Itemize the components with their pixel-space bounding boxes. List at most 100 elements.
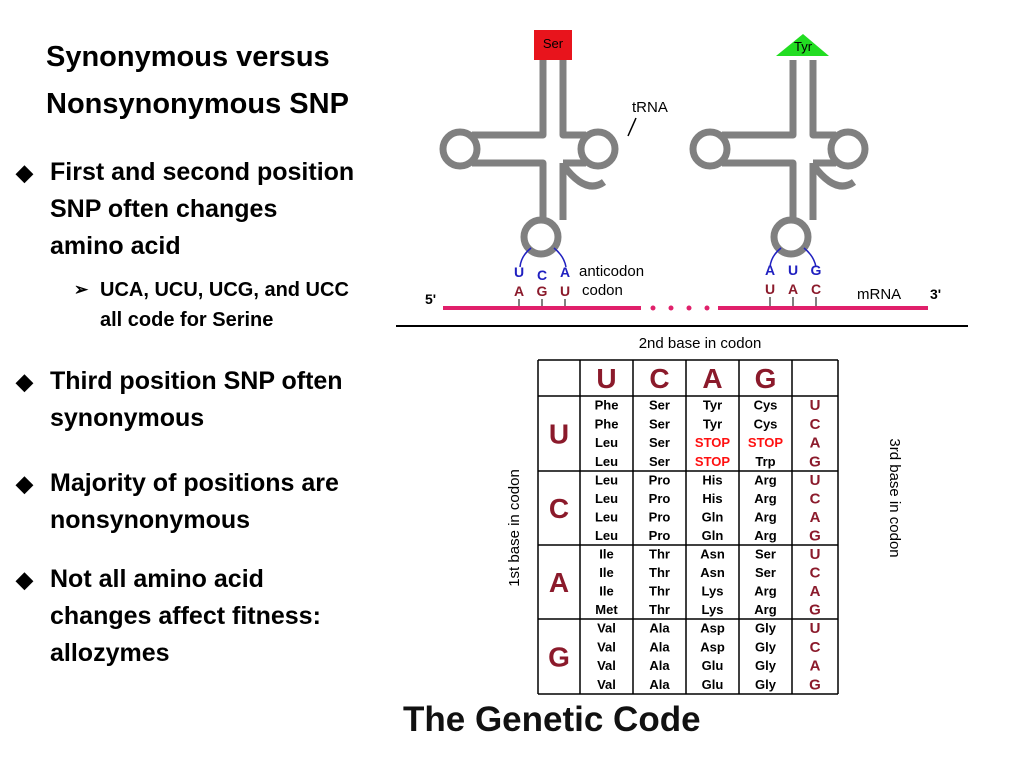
- bullet-item: ◆ First and second position SNP often ch…: [12, 154, 407, 265]
- codon-letter: G: [537, 283, 548, 299]
- anticodon-letter: U: [788, 262, 798, 278]
- third-base-letter: U: [810, 620, 821, 637]
- amino-acid-cell: Cys: [754, 416, 778, 431]
- amino-acid-cell: Leu: [595, 491, 618, 506]
- amino-acid-cell: Tyr: [703, 398, 722, 413]
- amino-acid-cell: Leu: [595, 472, 618, 487]
- amino-acid-cell: Cys: [754, 398, 778, 413]
- title-line-1: Synonymous versus: [46, 41, 330, 73]
- amino-acid-cell: Arg: [754, 528, 776, 543]
- second-base-header: C: [649, 363, 669, 394]
- first-base-header: A: [549, 567, 569, 598]
- bullet-text: Not all amino acid: [50, 565, 264, 593]
- amino-acid-cell: Ser: [649, 416, 670, 431]
- amino-acid-cell: Thr: [649, 602, 670, 617]
- third-base-letter: U: [810, 397, 821, 414]
- third-base-letter: A: [810, 583, 821, 600]
- anticodon-letter: A: [765, 262, 775, 278]
- third-base-letter: U: [810, 472, 821, 489]
- amino-acid-cell: Tyr: [703, 416, 722, 431]
- figure-caption: The Genetic Code: [403, 700, 701, 739]
- amino-acid-cell: Pro: [649, 472, 671, 487]
- amino-acid-cell: Val: [597, 621, 616, 636]
- amino-acid-cell: Val: [597, 639, 616, 654]
- amino-acid-cell: Trp: [755, 454, 775, 469]
- third-base-letter: A: [810, 435, 821, 452]
- tyrosine-label: Tyr: [794, 39, 813, 54]
- amino-acid-cell: Gly: [755, 677, 777, 692]
- bullet-item: ◆ Majority of positions are nonsynonymou…: [12, 465, 407, 539]
- diamond-bullet-icon: ◆: [16, 567, 33, 592]
- amino-acid-cell: Val: [597, 677, 616, 692]
- mrna-label: mRNA: [857, 286, 901, 303]
- bullet-text: nonsynonymous: [50, 506, 251, 534]
- third-base-letter: C: [810, 564, 821, 581]
- third-base-letter: C: [810, 490, 821, 507]
- third-base-letter: A: [810, 658, 821, 675]
- amino-acid-cell: Ile: [599, 583, 613, 598]
- amino-acid-cell: Phe: [595, 416, 619, 431]
- amino-acid-cell: Ala: [649, 677, 670, 692]
- third-base-letter: C: [810, 639, 821, 656]
- trna-right-shape: [689, 60, 869, 258]
- amino-acid-cell: Ala: [649, 658, 670, 673]
- title-line-2: Nonsynonymous SNP: [46, 88, 349, 120]
- amino-acid-cell: Lys: [702, 602, 724, 617]
- third-base-label: 3rd base in codon: [886, 438, 903, 557]
- second-base-header: A: [702, 363, 722, 394]
- codon-letter: U: [765, 281, 775, 297]
- second-base-header: U: [596, 363, 616, 394]
- third-base-letter: G: [809, 676, 821, 693]
- amino-acid-cell: Ser: [649, 454, 670, 469]
- diamond-bullet-icon: ◆: [16, 471, 33, 496]
- amino-acid-cell: Asn: [700, 565, 725, 580]
- amino-acid-cell: Ser: [755, 546, 776, 561]
- amino-acid-cell: Arg: [754, 583, 776, 598]
- bullet-list: ◆ First and second position SNP often ch…: [12, 154, 407, 672]
- amino-acid-cell: Pro: [649, 491, 671, 506]
- anticodon-letter: G: [811, 262, 822, 278]
- amino-acid-cell: Leu: [595, 454, 618, 469]
- bullet-text: synonymous: [50, 404, 205, 432]
- tyrosine-tag: [776, 34, 829, 56]
- amino-acid-cell: Leu: [595, 435, 618, 450]
- bullet-text: Third position SNP often: [50, 367, 343, 395]
- bullet-item: ◆ Third position SNP often synonymous: [12, 363, 407, 437]
- amino-acid-cell: Lys: [702, 583, 724, 598]
- amino-acid-cell: Glu: [702, 677, 724, 692]
- amino-acid-cell: Asp: [700, 639, 725, 654]
- third-base-letter: C: [810, 416, 821, 433]
- second-base-label: 2nd base in codon: [639, 335, 762, 352]
- first-base-header: U: [549, 419, 569, 450]
- amino-acid-cell: Pro: [649, 528, 671, 543]
- amino-acid-cell: Ile: [599, 546, 613, 561]
- bullet-item: ◆ Not all amino acid changes affect fitn…: [12, 561, 407, 672]
- bullet-text: changes affect fitness:: [50, 602, 321, 630]
- amino-acid-cell: Leu: [595, 509, 618, 524]
- anticodon-letter: U: [514, 264, 524, 280]
- amino-acid-cell: Met: [595, 602, 618, 617]
- amino-acid-cell: Pro: [649, 509, 671, 524]
- diamond-bullet-icon: ◆: [16, 369, 33, 394]
- amino-acid-cell: His: [702, 491, 722, 506]
- amino-acid-cell: Arg: [754, 602, 776, 617]
- amino-acid-cell: Ser: [649, 435, 670, 450]
- third-base-letter: G: [809, 601, 821, 618]
- five-prime-label: 5': [425, 291, 436, 307]
- third-base-letter: A: [810, 509, 821, 526]
- codon-letter: A: [788, 281, 798, 297]
- amino-acid-cell: Arg: [754, 491, 776, 506]
- amino-acid-cell: Gln: [702, 528, 724, 543]
- codon-letter: C: [811, 281, 821, 297]
- sub-bullet-text: all code for Serine: [100, 309, 274, 331]
- bullet-text: First and second position: [50, 158, 355, 186]
- bullet-text: amino acid: [50, 232, 181, 260]
- amino-acid-cell: Gly: [755, 621, 777, 636]
- slide-title: Synonymous versus Nonsynonymous SNP: [46, 34, 406, 128]
- amino-acid-cell: Ile: [599, 565, 613, 580]
- codon-letter: U: [560, 283, 570, 299]
- amino-acid-cell: Glu: [702, 658, 724, 673]
- anticodon-letter: A: [560, 264, 570, 280]
- second-base-header: G: [755, 363, 777, 394]
